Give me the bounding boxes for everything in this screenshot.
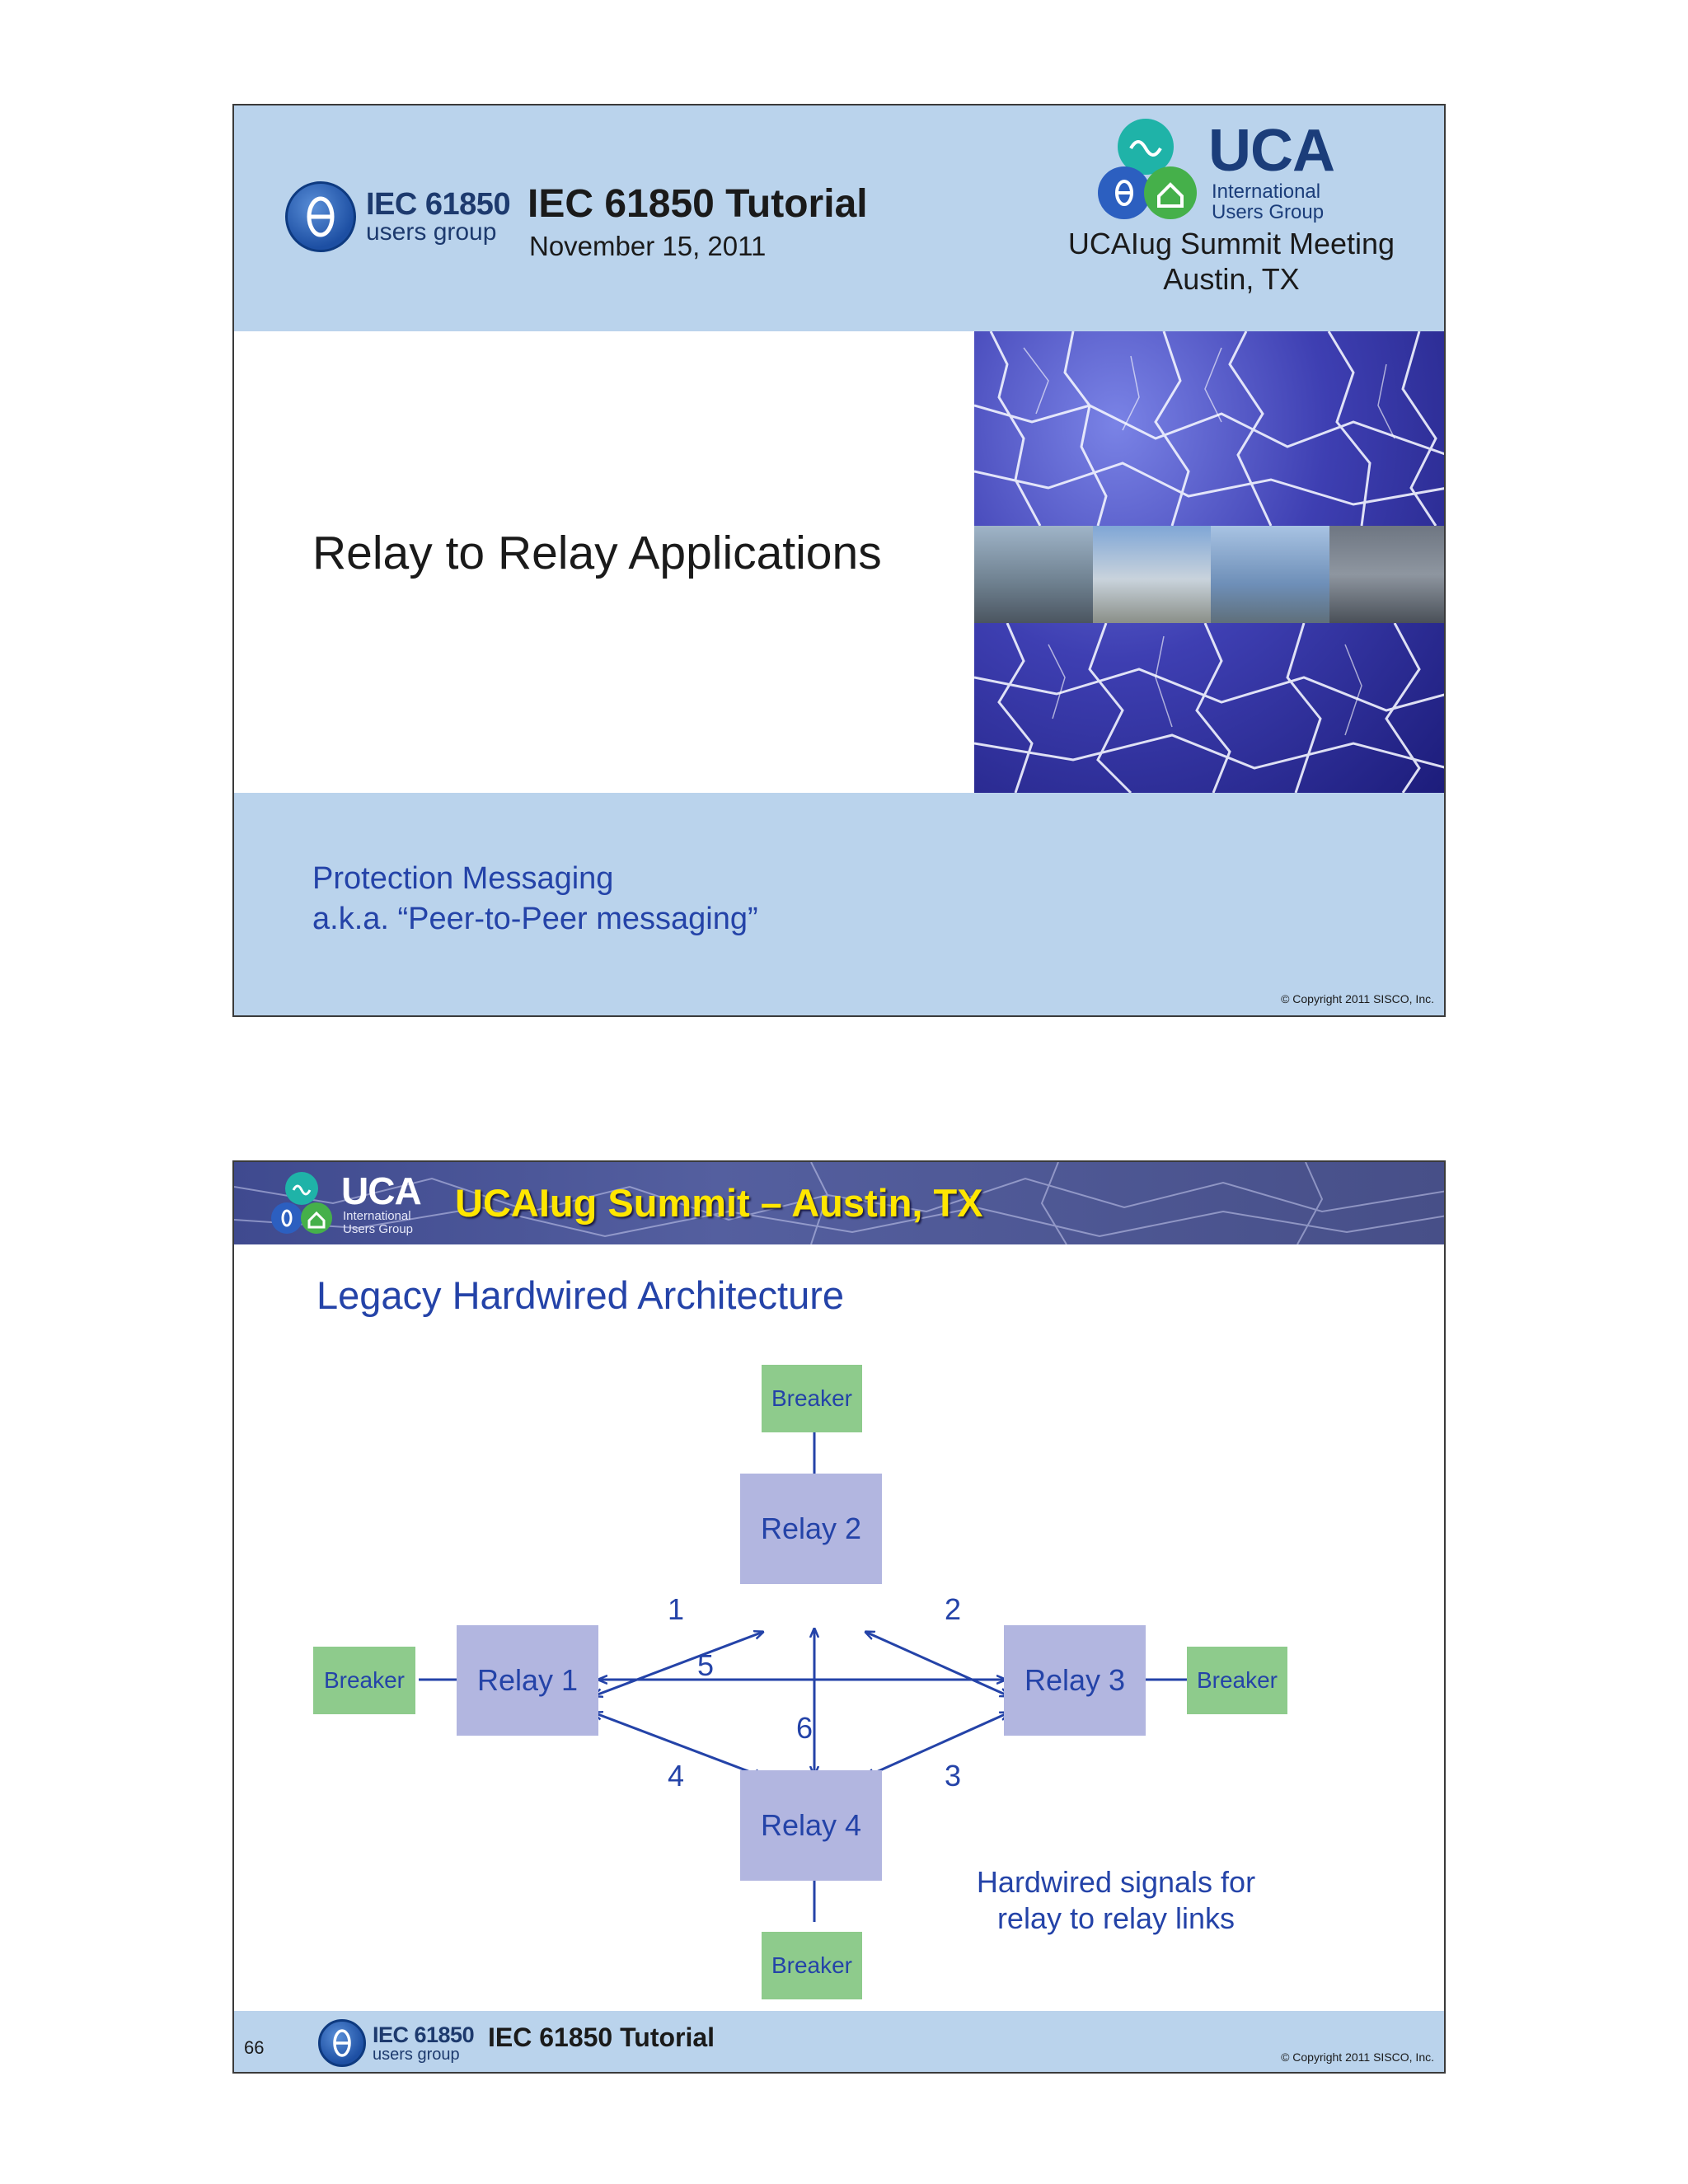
relay-2: Relay 2: [740, 1474, 882, 1584]
uca-logo-icon: [1098, 119, 1197, 219]
link-1-label: 1: [668, 1592, 685, 1626]
lightning-collage-image: [974, 331, 1444, 793]
diagram-note: Hardwired signals for relay to relay lin…: [951, 1864, 1281, 1937]
page-number: 66: [244, 2037, 265, 2058]
relay-link-diagram: [419, 1432, 1187, 1922]
note-line1: Hardwired signals for: [976, 1865, 1256, 1899]
link-6-label: 6: [796, 1711, 814, 1745]
link-4-label: 4: [668, 1759, 685, 1793]
uca-logo-line1: International: [1212, 180, 1321, 203]
control-room-photo: [1329, 526, 1444, 623]
slide-main-title: Relay to Relay Applications: [312, 527, 882, 579]
note-line2: relay to relay links: [996, 1900, 1236, 1935]
breaker-right: Breaker: [1187, 1647, 1287, 1714]
breaker-bottom: Breaker: [762, 1932, 862, 1999]
iec-small-logo-line1: IEC 61850: [373, 2022, 475, 2047]
transmission-tower-photo: [1211, 526, 1329, 623]
iec-logo-small-icon: [318, 2019, 366, 2067]
uca-small-logo-line2: Users Group: [343, 1221, 414, 1236]
slide-header: [234, 105, 1444, 331]
power-lines-photo: [974, 526, 1093, 623]
iec-small-logo-line2: users group: [373, 2045, 460, 2064]
relay-4: Relay 4: [740, 1770, 882, 1881]
copyright-notice: © Copyright 2011 SISCO, Inc.: [1281, 992, 1434, 1005]
iec-logo-icon: [285, 181, 356, 252]
slide-banner: UCA International Users Group UCAIug Sum…: [234, 1162, 1444, 1244]
uca-small-logo-text: UCA: [341, 1169, 422, 1212]
subtitle-line2: a.k.a. “Peer-to-Peer messaging”: [312, 902, 758, 937]
subtitle-line1: Protection Messaging: [312, 861, 614, 896]
slide-footer: [234, 793, 1444, 1015]
slide-heading: Legacy Hardwired Architecture: [316, 1273, 845, 1317]
relay-3: Relay 3: [1004, 1625, 1146, 1736]
uca-small-logo-line1: International: [343, 1209, 411, 1223]
uca-logo-text: UCA: [1208, 118, 1335, 184]
infrastructure-photo-strip: [974, 526, 1444, 623]
iec-logo-line1: IEC 61850: [366, 187, 511, 222]
meeting-info: UCAIug Summit Meeting Austin, TX: [1009, 226, 1444, 297]
uca-logo-small: UCA International Users Group: [267, 1167, 448, 1241]
footer-title: IEC 61850 Tutorial: [488, 2022, 715, 2052]
tutorial-date: November 15, 2011: [529, 231, 767, 261]
slide-subtitle: Protection Messaging a.k.a. “Peer-to-Pee…: [312, 859, 758, 940]
link-3-arrow: [865, 1713, 1009, 1777]
link-2-arrow: [865, 1632, 1009, 1696]
slide-footer: [234, 2011, 1444, 2072]
link-5-label: 5: [697, 1648, 715, 1682]
breaker-left: Breaker: [313, 1647, 415, 1714]
link-4-arrow: [593, 1713, 763, 1777]
link-1-arrow: [593, 1632, 763, 1696]
iec-61850-logo-small: IEC 61850 users group: [318, 2019, 475, 2067]
slide-architecture: UCA International Users Group UCAIug Sum…: [232, 1160, 1446, 2074]
link-3-label: 3: [945, 1759, 962, 1793]
meeting-name: UCAIug Summit Meeting: [1067, 227, 1395, 260]
uca-logo-small-icon: [271, 1172, 332, 1234]
meeting-location: Austin, TX: [1163, 262, 1300, 297]
uca-logo: UCA International Users Group: [1091, 114, 1339, 229]
relay-1: Relay 1: [457, 1625, 598, 1736]
copyright-notice: © Copyright 2011 SISCO, Inc.: [1281, 2050, 1434, 2064]
uca-logo-line2: Users Group: [1212, 201, 1325, 224]
power-plant-photo: [1092, 526, 1211, 623]
tutorial-title: IEC 61850 Tutorial: [528, 182, 868, 226]
iec-logo-line2: users group: [366, 218, 497, 246]
slide-title: IEC 61850 users group IEC 61850 Tutorial…: [232, 104, 1446, 1017]
breaker-top: Breaker: [762, 1365, 862, 1432]
link-2-label: 2: [945, 1592, 962, 1626]
iec-61850-logo: IEC 61850 users group: [285, 181, 511, 252]
banner-title: UCAIug Summit – Austin, TX: [455, 1181, 983, 1225]
